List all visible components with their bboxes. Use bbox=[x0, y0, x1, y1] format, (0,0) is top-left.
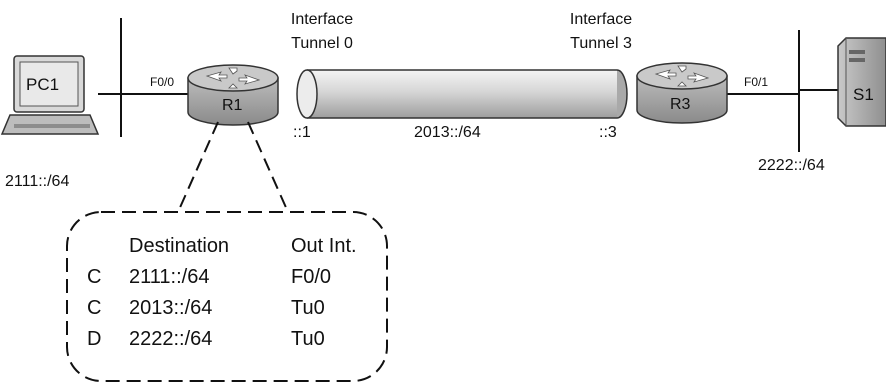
route-destination: 2111::/64 bbox=[129, 266, 210, 288]
s1-server-icon bbox=[837, 37, 886, 127]
header-destination: Destination bbox=[129, 235, 230, 257]
route-destination: 2013::/64 bbox=[129, 297, 213, 319]
pc1-label: PC1 bbox=[26, 75, 60, 94]
tunnel-tube bbox=[296, 69, 628, 119]
routing-table: Destination Out Int. C 2111::/64 F0/0 C … bbox=[70, 236, 390, 376]
left-lan-segment bbox=[98, 18, 200, 137]
tunnel3-label-line2: Tunnel 3 bbox=[570, 35, 632, 52]
r1-label: R1 bbox=[222, 97, 243, 114]
pc1-icon bbox=[0, 55, 100, 135]
header-out-int: Out Int. bbox=[291, 235, 357, 257]
route-code: D bbox=[87, 328, 102, 350]
route-out-int: F0/0 bbox=[291, 266, 332, 288]
tunnel3-address: ::3 bbox=[599, 124, 617, 141]
route-destination: 2222::/64 bbox=[129, 328, 213, 350]
s1-label: S1 bbox=[853, 85, 874, 104]
route-out-int: Tu0 bbox=[291, 297, 325, 319]
route-code: C bbox=[87, 266, 102, 288]
tunnel0-label-line2: Tunnel 0 bbox=[291, 35, 353, 52]
right-lan-segment bbox=[715, 30, 840, 152]
tunnel0-label-line1: Interface bbox=[290, 11, 354, 28]
r1-router-icon bbox=[187, 64, 279, 126]
callout-lines bbox=[177, 121, 289, 213]
route-code: C bbox=[87, 297, 102, 319]
tunnel-prefix: 2013::/64 bbox=[414, 124, 481, 141]
right-lan-subnet: 2222::/64 bbox=[758, 157, 825, 174]
tunnel0-address: ::1 bbox=[293, 124, 311, 141]
tunnel3-label-line1: Interface bbox=[569, 11, 633, 28]
r3-lan-interface-label: F0/1 bbox=[744, 75, 769, 89]
left-lan-subnet: 2111::/64 bbox=[5, 173, 70, 190]
route-out-int: Tu0 bbox=[291, 328, 325, 350]
r3-label: R3 bbox=[670, 96, 691, 113]
r1-lan-interface-label: F0/0 bbox=[150, 75, 175, 89]
r3-router-icon bbox=[636, 62, 728, 124]
routing-table-border bbox=[66, 211, 388, 382]
